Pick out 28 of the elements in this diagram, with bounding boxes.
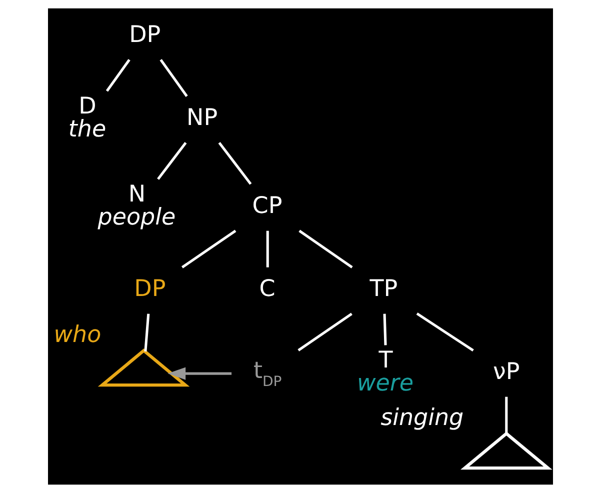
connector bbox=[297, 312, 352, 352]
connector bbox=[144, 314, 150, 352]
connector bbox=[180, 230, 236, 268]
node-text: TP bbox=[369, 276, 398, 302]
connector bbox=[105, 58, 130, 92]
node-triangle bbox=[460, 431, 552, 470]
node-label: who bbox=[53, 322, 101, 348]
node-text: DP bbox=[134, 276, 166, 302]
node-text: C bbox=[258, 276, 275, 302]
connector bbox=[218, 142, 252, 185]
connector bbox=[382, 314, 386, 346]
node-text: CP bbox=[252, 193, 282, 220]
connector bbox=[266, 230, 268, 268]
node-text: t$_{DP}$ bbox=[253, 358, 282, 390]
node-text: νP bbox=[492, 359, 520, 386]
node-triangle bbox=[97, 348, 190, 387]
connector bbox=[416, 312, 474, 352]
connector bbox=[298, 230, 352, 268]
node-text: NP bbox=[186, 105, 218, 132]
node-text: N people bbox=[97, 182, 176, 231]
connector bbox=[156, 142, 186, 180]
arrow bbox=[167, 367, 232, 380]
node-text: T were bbox=[356, 348, 413, 397]
connector bbox=[159, 58, 188, 97]
node-text: DP bbox=[128, 22, 160, 48]
connector bbox=[504, 396, 508, 434]
node-label: singing bbox=[380, 405, 464, 432]
node-text: D the bbox=[68, 94, 106, 143]
